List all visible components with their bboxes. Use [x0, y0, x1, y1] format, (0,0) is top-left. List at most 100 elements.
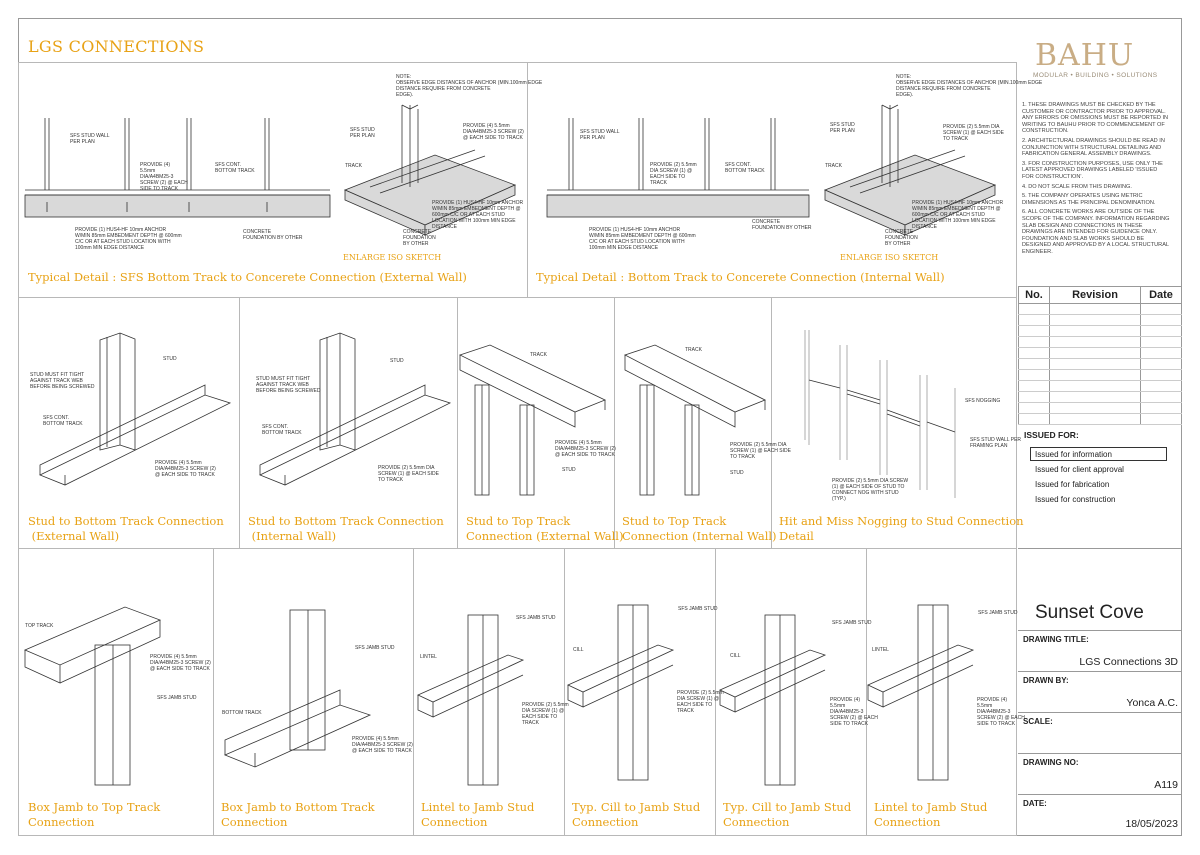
r2-1-label-stud: STUD — [163, 356, 177, 362]
int-label-provide2: PROVIDE (2) 5.5mm DIA SCREW (1) @ EACH S… — [650, 162, 697, 186]
detail-cell-r3-6 — [866, 548, 1017, 836]
ext-label-provide4: PROVIDE (4) 5.5mm DIA/A4BM25-3 SCREW (2)… — [140, 162, 188, 192]
int-iso-label-provide: PROVIDE (2) 5.5mm DIA SCREW (1) @ EACH S… — [943, 124, 1004, 142]
r3-1-label-track: TOP TRACK — [25, 623, 54, 629]
ext-iso-label-anchor: PROVIDE (1) HUS4-HF 10mm ANCHOR W/MIN 85… — [432, 200, 524, 230]
r2-4-label-provide: PROVIDE (2) 5.5mm DIA SCREW (1) @ EACH S… — [730, 442, 791, 460]
int-iso-label-stud: SFS STUD PER PLAN — [830, 122, 855, 134]
ext-iso-label-track: TRACK — [345, 163, 362, 169]
project-name: Sunset Cove — [1035, 602, 1144, 623]
general-notes: 1. THESE DRAWINGS MUST BE CHECKED BY THE… — [1022, 102, 1170, 258]
r2-2-label-track: SFS CONT. BOTTOM TRACK — [262, 424, 302, 436]
r3-2-label-provide: PROVIDE (4) 5.5mm DIA/A4BM25-3 SCREW (2)… — [352, 736, 413, 754]
int-enlarge-label: ENLARGE ISO SKETCH — [840, 253, 939, 262]
r3-5-label-jamb: SFS JAMB STUD — [832, 620, 872, 626]
general-note: 2. ARCHITECTURAL DRAWINGS SHOULD BE READ… — [1022, 137, 1165, 158]
scale-label: SCALE: — [1023, 717, 1053, 726]
r3-4-label-jamb: SFS JAMB STUD — [678, 606, 718, 612]
r3-1-label-provide: PROVIDE (4) 5.5mm DIA/A4BM25-3 SCREW (2)… — [150, 654, 211, 672]
lintel-jamb-drawing-1 — [417, 614, 525, 786]
tb-divider — [1018, 712, 1182, 713]
drawing-title-value: LGS Connections 3D — [1079, 656, 1178, 668]
issued-for-label: ISSUED FOR: — [1024, 430, 1079, 440]
ext-label-concrete: CONCRETE FOUNDATION BY OTHER — [243, 229, 303, 241]
r2-4-caption: Stud to Top Track Connection (Internal W… — [622, 514, 777, 543]
revision-row — [1018, 413, 1182, 425]
r3-5-label-provide: PROVIDE (4) 5.5mm DIA/A4BM25-3 SCREW (2)… — [830, 697, 878, 727]
r2-1-label-fit: STUD MUST FIT TIGHT AGAINST TRACK WEB BE… — [30, 372, 95, 390]
stud-bottom-ext-drawing — [39, 332, 232, 486]
ext-wall-elevation-drawing — [24, 118, 331, 218]
r2-5-label-framing: SFS STUD WALL PER FRAMING PLAN — [970, 437, 1022, 449]
ext-wall-caption: Typical Detail : SFS Bottom Track to Con… — [28, 270, 467, 284]
ext-iso-label-stud: SFS STUD PER PLAN — [350, 127, 375, 139]
revision-row — [1018, 358, 1182, 370]
revision-row — [1018, 325, 1182, 337]
rev-header-revision: Revision — [1049, 286, 1141, 304]
drawn-by-value: Yonca A.C. — [1126, 697, 1178, 709]
r3-3-caption: Lintel to Jamb Stud Connection — [421, 800, 535, 829]
cill-jamb-drawing-1 — [567, 604, 675, 781]
drawing-no-label: DRAWING NO: — [1023, 758, 1079, 767]
tb-divider — [1018, 548, 1182, 549]
rev-header-no: No. — [1018, 286, 1050, 304]
r2-2-label-fit: STUD MUST FIT TIGHT AGAINST TRACK WEB BE… — [256, 376, 321, 394]
r2-3-label-provide: PROVIDE (4) 5.5mm DIA/A4BM25-3 SCREW (2)… — [555, 440, 616, 458]
sheet-title: LGS CONNECTIONS — [28, 37, 205, 56]
ext-label-stud-wall: SFS STUD WALL PER PLAN — [70, 133, 110, 145]
cill-jamb-drawing-2 — [719, 614, 827, 786]
box-jamb-top-drawing — [23, 606, 162, 786]
date-label: DATE: — [1023, 799, 1047, 808]
issued-option-client-approval[interactable]: Issued for client approval — [1035, 465, 1124, 474]
r3-5-label-cill: CILL — [730, 653, 741, 659]
issued-selected-box[interactable] — [1030, 447, 1167, 461]
issued-option-construction[interactable]: Issued for construction — [1035, 495, 1116, 504]
revision-row — [1018, 402, 1182, 414]
stud-top-ext-drawing — [458, 344, 606, 496]
r2-1-label-track: SFS CONT. BOTTOM TRACK — [43, 415, 83, 427]
stud-top-int-drawing — [623, 344, 766, 496]
r3-5-caption: Typ. Cill to Jamb Stud Connection — [723, 800, 852, 829]
int-label-concrete: CONCRETE FOUNDATION BY OTHER — [752, 219, 812, 231]
r3-3-label-jamb: SFS JAMB STUD — [516, 615, 556, 621]
int-wall-iso-drawing — [823, 104, 997, 236]
r2-5-label-screw: PROVIDE (2) 5.5mm DIA SCREW (1) @ EACH S… — [832, 478, 909, 502]
general-note: 5. THE COMPANY OPERATES USING METRIC DIM… — [1022, 193, 1156, 206]
r3-6-label-provide: PROVIDE (4) 5.5mm DIA/A4BM25-3 SCREW (2)… — [977, 697, 1025, 727]
drawing-no-value: A119 — [1154, 779, 1178, 791]
r3-2-label-track: BOTTOM TRACK — [222, 710, 262, 716]
int-iso-note-edge: NOTE: OBSERVE EDGE DISTANCES OF ANCHOR (… — [896, 74, 1043, 98]
general-note: 1. THESE DRAWINGS MUST BE CHECKED BY THE… — [1022, 102, 1169, 135]
int-label-cont-track: SFS CONT. BOTTOM TRACK — [725, 162, 765, 174]
int-wall-elevation-drawing — [546, 118, 810, 218]
r3-4-caption: Typ. Cill to Jamb Stud Connection — [572, 800, 701, 829]
r3-2-caption: Box Jamb to Bottom Track Connection — [221, 800, 375, 829]
issued-option-information[interactable]: Issued for information — [1035, 450, 1112, 459]
ext-enlarge-label: ENLARGE ISO SKETCH — [343, 253, 442, 262]
stud-bottom-int-drawing — [259, 332, 452, 486]
ext-iso-label-concrete: CONCRETE FOUNDATION BY OTHER — [403, 229, 436, 247]
drawing-title-label: DRAWING TITLE: — [1023, 635, 1089, 644]
revision-row — [1018, 369, 1182, 381]
ext-wall-iso-drawing — [343, 104, 517, 236]
r2-5-caption: Hit and Miss Nogging to Stud Connection … — [779, 514, 1024, 543]
r2-4-label-stud: STUD — [730, 470, 744, 476]
tb-divider — [1018, 753, 1182, 754]
revision-table: No. Revision Date — [1018, 286, 1182, 425]
box-jamb-bottom-drawing — [223, 609, 372, 768]
r3-1-label-jamb: SFS JAMB STUD — [157, 695, 197, 701]
company-logo: BAHU — [1035, 38, 1135, 73]
revision-row — [1018, 314, 1182, 326]
general-note: 6. ALL CONCRETE WORKS ARE OUTSIDE OF THE… — [1022, 209, 1170, 255]
int-label-stud-wall: SFS STUD WALL PER PLAN — [580, 129, 620, 141]
int-wall-caption: Typical Detail : Bottom Track to Concere… — [536, 270, 945, 284]
ext-iso-note-edge: NOTE: OBSERVE EDGE DISTANCES OF ANCHOR (… — [396, 74, 543, 98]
r2-1-caption: Stud to Bottom Track Connection (Externa… — [28, 514, 224, 543]
issued-option-fabrication[interactable]: Issued for fabrication — [1035, 480, 1110, 489]
r2-3-label-track: TRACK — [530, 352, 547, 358]
rev-header-date: Date — [1140, 286, 1182, 304]
tb-divider — [1018, 630, 1182, 631]
drawn-by-label: DRAWN BY: — [1023, 676, 1069, 685]
ext-label-anchor: PROVIDE (1) HUS4-HF 10mm ANCHOR W/MIN 85… — [75, 227, 182, 251]
lintel-jamb-drawing-2 — [867, 604, 975, 781]
